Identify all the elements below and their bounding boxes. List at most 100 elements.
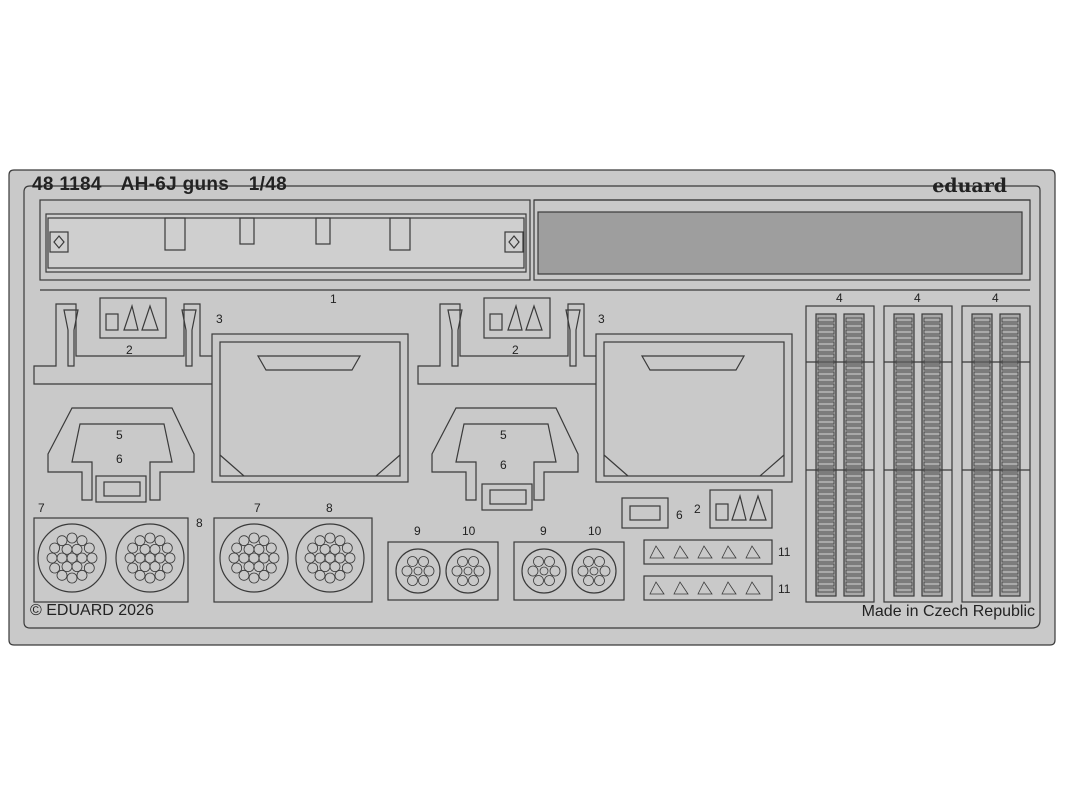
barrel-tube [238,535,250,547]
barrel-tube [248,532,260,544]
belt-link [973,329,991,335]
belt-link [845,443,863,449]
belt-link [895,443,913,449]
parts-9-10-left [387,541,499,601]
belt-link [845,425,863,431]
belt-link [895,527,913,533]
belt-link [923,551,941,557]
belt-link [817,539,835,545]
part-11-strip-top [643,539,773,565]
belt-link [973,353,991,359]
barrel-tube [583,556,594,567]
belt-link [845,389,863,395]
belt-link [1001,461,1019,467]
belt-link [895,413,913,419]
belt-link [817,485,835,491]
belt-link [973,569,991,575]
belt-link [817,395,835,401]
belt-link [845,533,863,539]
belt-link [895,389,913,395]
barrel-tube [307,542,319,554]
barrel-tube [527,565,539,577]
belt-link [817,503,835,509]
barrel-tube [577,565,589,577]
belt-link [895,587,913,593]
barrel-tube [544,575,555,586]
belt-link [895,569,913,575]
barrel-tube [457,556,468,567]
part-6-small [621,497,669,529]
belt-link [895,575,913,581]
belt-link [817,419,835,425]
belt-link [817,389,835,395]
belt-link [1001,575,1019,581]
belt-link [817,587,835,593]
belt-link [923,545,941,551]
belt-link [1001,401,1019,407]
belt-link [923,335,941,341]
belt-link [1001,377,1019,383]
label-part-11-top: 11 [778,545,791,559]
belt-link [1001,569,1019,575]
belt-link [923,497,941,503]
barrel-tube [334,569,346,581]
belt-link [1001,335,1019,341]
barrel-tube [307,562,319,574]
belt-link [817,341,835,347]
belt-link [1001,545,1019,551]
belt-link [923,479,941,485]
belt-link [973,431,991,437]
barrel-tube [544,556,555,567]
barrel-tube [253,543,265,555]
belt-link [817,449,835,455]
belt-link [817,407,835,413]
belt-link [973,563,991,569]
belt-link [973,389,991,395]
belt-link [1001,491,1019,497]
belt-link [1001,419,1019,425]
barrel-tube [49,542,61,554]
belt-link [817,527,835,533]
belt-link [973,467,991,473]
belt-link [923,473,941,479]
label-part-9-right: 9 [540,524,547,538]
label-part-1: 1 [330,292,337,306]
belt-link [923,467,941,473]
belt-link [973,323,991,329]
belt-link [817,359,835,365]
belt-link [817,479,835,485]
belt-link [845,515,863,521]
belt-link [845,353,863,359]
belt-link [895,317,913,323]
barrel-tube [86,552,98,564]
belt-link [973,455,991,461]
belt-link [895,473,913,479]
belt-link [845,509,863,515]
barrel-tube [265,562,277,574]
barrel-tube [66,532,78,544]
belt-link [895,341,913,347]
belt-link [845,491,863,497]
large-plate-left [211,333,409,483]
belt-link [845,521,863,527]
belt-link [845,545,863,551]
belt-link [895,449,913,455]
belt-link [895,545,913,551]
belt-link [923,569,941,575]
belt-link [845,479,863,485]
barrel-tube [71,543,83,555]
belt-link [817,545,835,551]
belt-link [1001,449,1019,455]
barrel-tube [66,572,78,584]
belt-link [923,509,941,515]
barrel-tube [324,532,336,544]
belt-link [973,479,991,485]
label-part-3-right: 3 [598,312,605,326]
belt-link [845,341,863,347]
belt-link [845,449,863,455]
belt-link [895,353,913,359]
barrel-tube [463,566,473,576]
belt-link [895,437,913,443]
barrel-tube [401,565,413,577]
